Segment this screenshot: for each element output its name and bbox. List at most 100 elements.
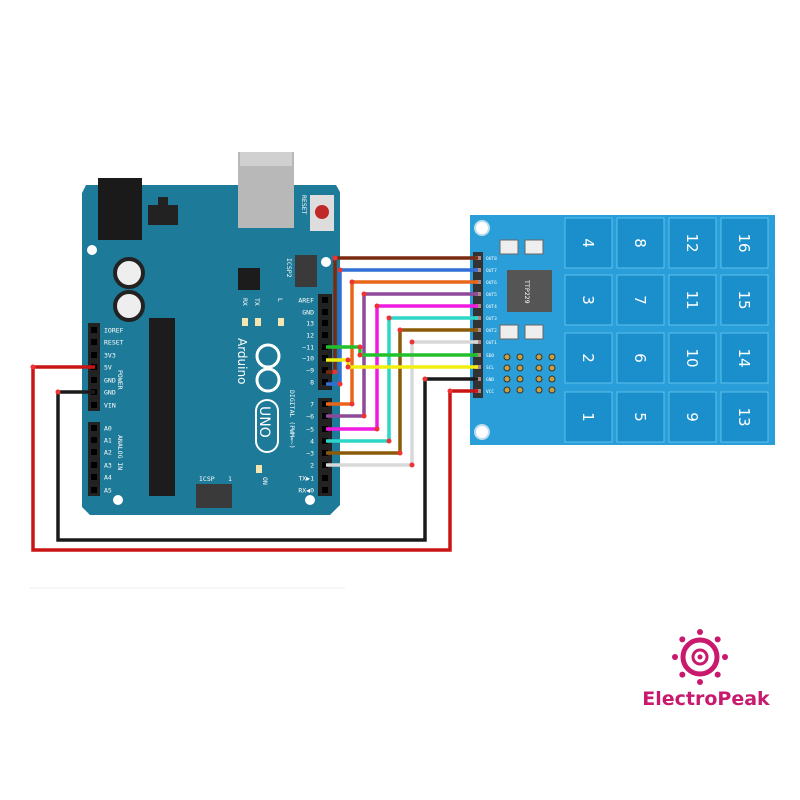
power-pin[interactable] bbox=[91, 402, 97, 408]
digital-pin[interactable] bbox=[322, 487, 328, 493]
wire-joint bbox=[409, 462, 415, 468]
digital-pin[interactable] bbox=[322, 297, 328, 303]
digital-pin[interactable] bbox=[322, 462, 328, 468]
power-pin[interactable] bbox=[91, 339, 97, 345]
touch-key-4[interactable] bbox=[564, 217, 613, 269]
touch-key-3[interactable] bbox=[564, 274, 613, 326]
digital-pin-label: RX◀0 bbox=[298, 487, 314, 495]
wire-joint bbox=[337, 381, 343, 387]
touch-key-9[interactable] bbox=[668, 391, 717, 443]
analog-pin[interactable] bbox=[91, 487, 97, 493]
jumper-pad bbox=[503, 375, 511, 383]
touch-key-11[interactable] bbox=[668, 274, 717, 326]
power-section-label: POWER bbox=[116, 370, 124, 390]
logo-gear-tooth bbox=[697, 679, 703, 685]
analog-pin-label: A3 bbox=[104, 462, 112, 470]
logo-gear-tooth bbox=[714, 671, 721, 678]
wire-joint bbox=[374, 303, 380, 309]
analog-pin[interactable] bbox=[91, 474, 97, 480]
reset-button-cap[interactable] bbox=[315, 205, 329, 219]
touch-key-label: 5 bbox=[631, 412, 649, 422]
touch-key-1[interactable] bbox=[564, 391, 613, 443]
analog-pin[interactable] bbox=[91, 462, 97, 468]
touch-key-14[interactable] bbox=[720, 332, 769, 384]
logo-gear-tooth bbox=[679, 636, 686, 643]
logo-gear-tooth bbox=[714, 636, 721, 643]
analog-section-label: ANALOG IN bbox=[116, 435, 124, 470]
logo-gear-tooth bbox=[697, 629, 703, 635]
arduino-pcb bbox=[82, 185, 340, 515]
touch-key-label: 6 bbox=[631, 353, 649, 363]
wire-joint bbox=[422, 376, 428, 382]
jumper-pad bbox=[535, 364, 543, 372]
analog-pin[interactable] bbox=[91, 449, 97, 455]
touch-key-5[interactable] bbox=[616, 391, 665, 443]
touch-key-15[interactable] bbox=[720, 274, 769, 326]
touch-key-label: 12 bbox=[683, 233, 701, 252]
touch-key-10[interactable] bbox=[668, 332, 717, 384]
mounting-hole bbox=[321, 257, 331, 267]
wire-gnd-to-dgnd bbox=[56, 377, 478, 542]
wire-joint bbox=[357, 352, 363, 358]
rx-led-label: RX bbox=[241, 298, 249, 306]
smd-component bbox=[524, 324, 544, 340]
digital-pin[interactable] bbox=[322, 344, 328, 350]
regulator-tab bbox=[158, 197, 168, 205]
digital-pin[interactable] bbox=[322, 438, 328, 444]
power-pin[interactable] bbox=[91, 352, 97, 358]
digital-pin-label: ~9 bbox=[306, 367, 314, 375]
analog-pin[interactable] bbox=[91, 437, 97, 443]
touch-key-8[interactable] bbox=[616, 217, 665, 269]
logo-gear-ring bbox=[680, 637, 720, 677]
jumper-pad bbox=[548, 364, 556, 372]
digital-pin[interactable] bbox=[322, 320, 328, 326]
wire-joint bbox=[345, 364, 351, 370]
l-led bbox=[278, 318, 284, 326]
touch-key-7[interactable] bbox=[616, 274, 665, 326]
digital-pin[interactable] bbox=[322, 367, 328, 373]
power-pin[interactable] bbox=[91, 377, 97, 383]
touch-key-label: 13 bbox=[735, 407, 753, 426]
mounting-hole bbox=[474, 220, 490, 236]
digital-pin[interactable] bbox=[322, 401, 328, 407]
digital-section-label: DIGITAL (PWM=~) bbox=[288, 390, 296, 449]
rx-led bbox=[242, 318, 248, 326]
touch-key-2[interactable] bbox=[564, 332, 613, 384]
jumper-pad bbox=[548, 353, 556, 361]
mounting-hole bbox=[474, 424, 490, 440]
module-pin-label: OUT8 bbox=[486, 256, 497, 262]
touch-key-label: 7 bbox=[631, 295, 649, 305]
touch-key-label: 11 bbox=[683, 290, 701, 309]
module-pin-label: SCL bbox=[486, 365, 494, 371]
capacitor bbox=[113, 257, 145, 289]
touch-key-6[interactable] bbox=[616, 332, 665, 384]
touch-key-label: 1 bbox=[579, 412, 597, 422]
touch-key-13[interactable] bbox=[720, 391, 769, 443]
module-pin-label: OUT7 bbox=[486, 268, 497, 274]
digital-pin[interactable] bbox=[322, 355, 328, 361]
atmega-chip bbox=[149, 318, 175, 496]
power-pin-label: 5V bbox=[104, 364, 112, 372]
analog-pin[interactable] bbox=[91, 425, 97, 431]
power-pin[interactable] bbox=[91, 327, 97, 333]
analog-header bbox=[88, 422, 100, 496]
touch-key-label: 3 bbox=[579, 295, 597, 305]
digital-pin[interactable] bbox=[322, 450, 328, 456]
digital-pin[interactable] bbox=[322, 475, 328, 481]
digital-pin[interactable] bbox=[322, 309, 328, 315]
wire-joint bbox=[409, 339, 415, 345]
digital-pin[interactable] bbox=[322, 413, 328, 419]
wire-joint bbox=[345, 357, 351, 363]
wire-joint bbox=[357, 344, 363, 350]
wire-joint bbox=[349, 401, 355, 407]
touch-key-16[interactable] bbox=[720, 217, 769, 269]
touch-key-12[interactable] bbox=[668, 217, 717, 269]
touch-key-label: 2 bbox=[579, 353, 597, 363]
jumper-pad bbox=[535, 386, 543, 394]
wire-out1-to-d2 bbox=[326, 340, 478, 467]
icsp2-header bbox=[295, 255, 317, 287]
digital-pin[interactable] bbox=[322, 426, 328, 432]
digital-pin[interactable] bbox=[322, 379, 328, 385]
digital-pin[interactable] bbox=[322, 332, 328, 338]
